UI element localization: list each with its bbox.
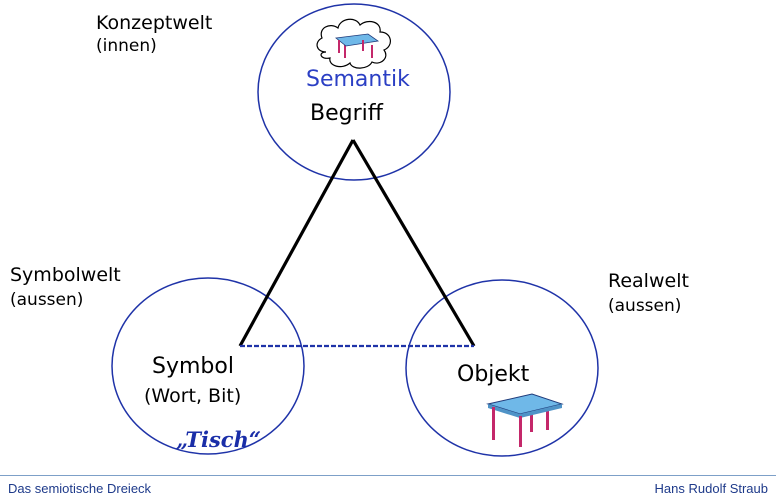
symbol-world-title: Symbolwelt [10, 264, 121, 286]
concept-table-icon [335, 33, 380, 58]
real-world-subtitle: (aussen) [608, 296, 682, 316]
concept-world-subtitle: (innen) [96, 36, 157, 56]
symbol-world-subtitle: (aussen) [10, 290, 84, 310]
objekt-label: Objekt [457, 362, 530, 387]
symbol-circle [111, 277, 305, 455]
semantik-label: Semantik [306, 67, 410, 92]
symbol-sublabel: (Wort, Bit) [144, 385, 242, 407]
begriff-label: Begriff [310, 101, 383, 126]
concept-world-title: Konzeptwelt [96, 12, 213, 34]
concept-circle [257, 3, 451, 181]
thought-cloud-icon [316, 18, 391, 69]
footer-right-text: Hans Rudolf Straub [654, 481, 768, 496]
real-world-title: Realwelt [608, 270, 689, 292]
object-table-icon [486, 393, 564, 447]
symbol-label: Symbol [152, 354, 234, 379]
triangle-left-side [238, 139, 355, 347]
footer-divider [0, 475, 776, 476]
symbol-example-word: „Tisch“ [176, 427, 261, 452]
footer-left-text: Das semiotische Dreieck [8, 481, 152, 496]
object-circle [405, 279, 599, 457]
triangle-right-side [351, 139, 476, 347]
